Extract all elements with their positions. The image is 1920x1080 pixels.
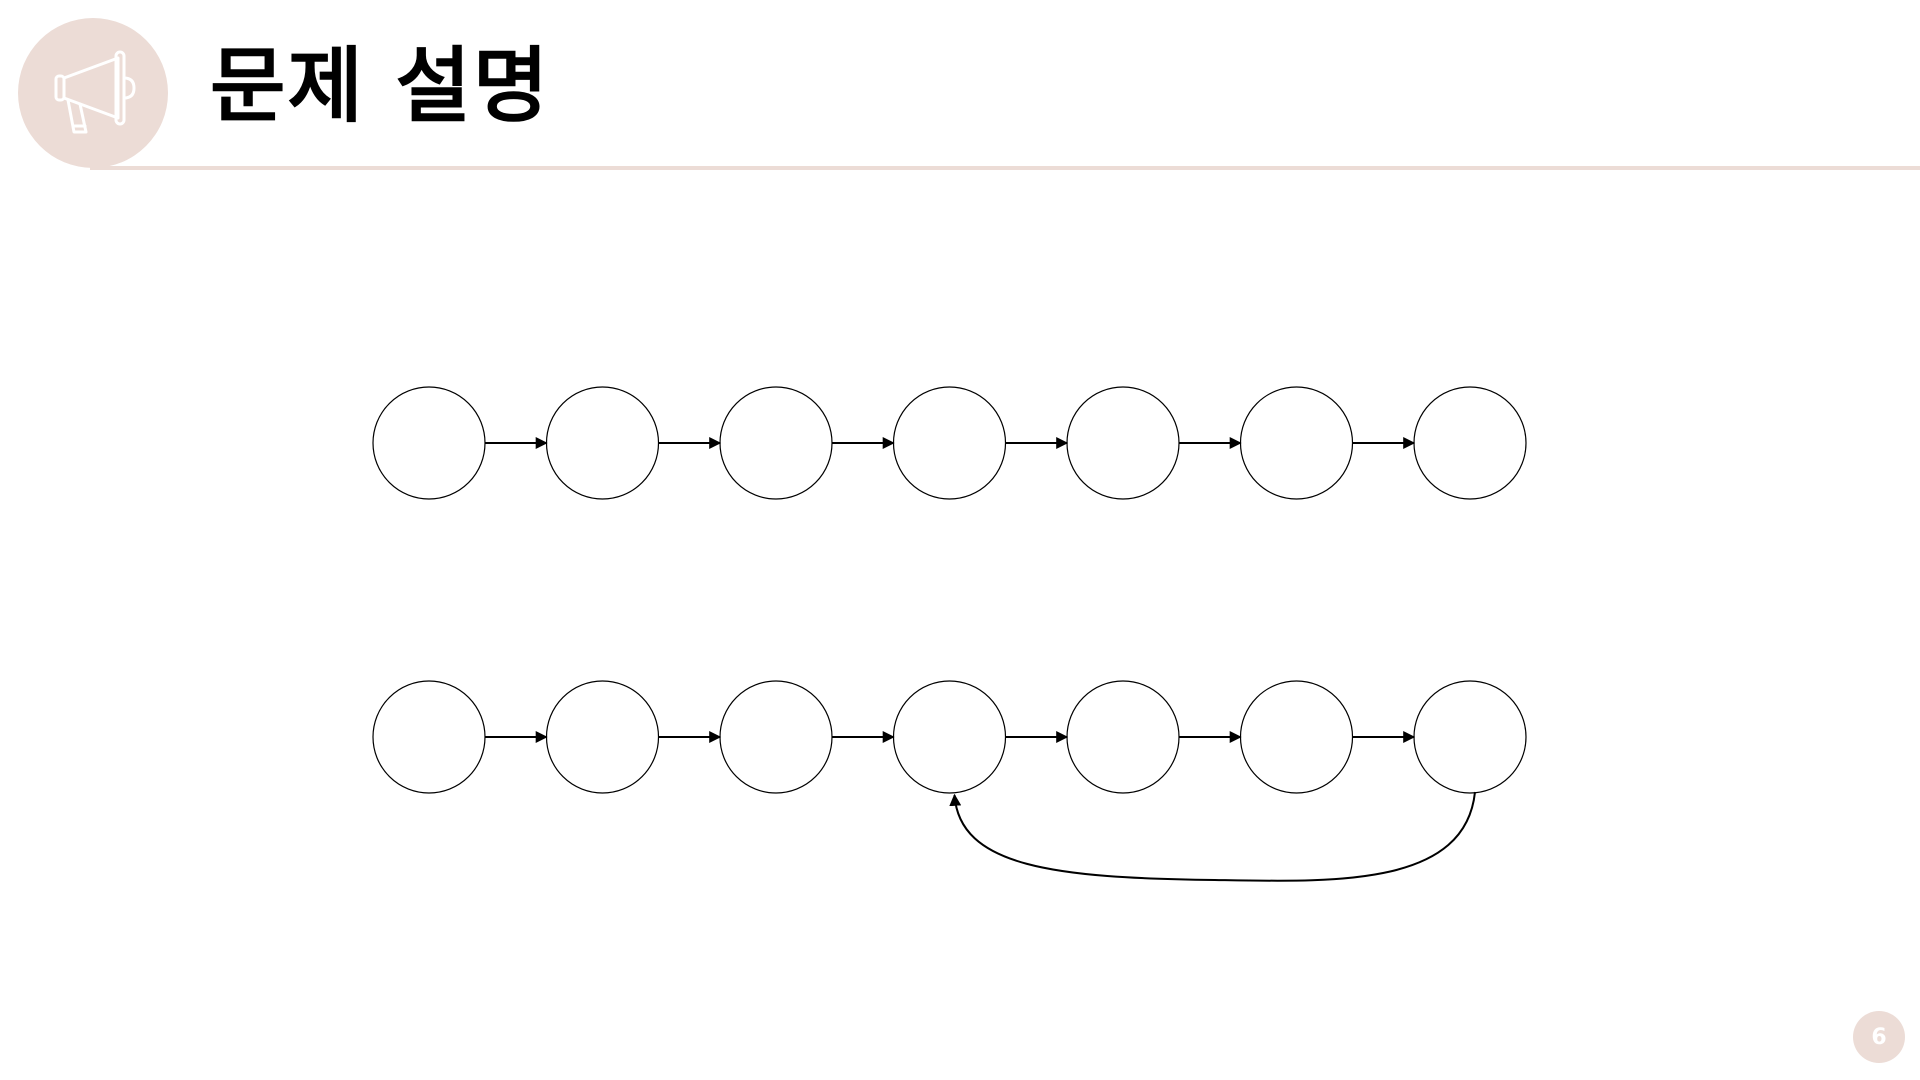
header-divider [90, 166, 1920, 170]
megaphone-icon [54, 50, 136, 134]
list-node [1239, 386, 1354, 500]
list-node [892, 386, 1007, 500]
list-node [1239, 680, 1354, 794]
list-node [372, 680, 486, 794]
list-node [719, 386, 833, 500]
list-node [719, 680, 833, 794]
page-title: 문제 설명 [210, 39, 551, 134]
page-number-badge: 6 [1853, 1011, 1905, 1063]
linked-list [372, 386, 1527, 500]
list-node [1413, 680, 1527, 794]
list-node [1066, 680, 1180, 794]
list-node [372, 386, 486, 500]
list-node [1413, 386, 1527, 500]
linked-list-with-cycle [372, 680, 1527, 882]
list-node [1066, 386, 1180, 500]
list-node [892, 680, 1007, 794]
list-node [545, 680, 660, 794]
list-node [545, 386, 660, 500]
header-badge [18, 18, 168, 168]
cycle-pointer-arrow [949, 791, 1476, 882]
